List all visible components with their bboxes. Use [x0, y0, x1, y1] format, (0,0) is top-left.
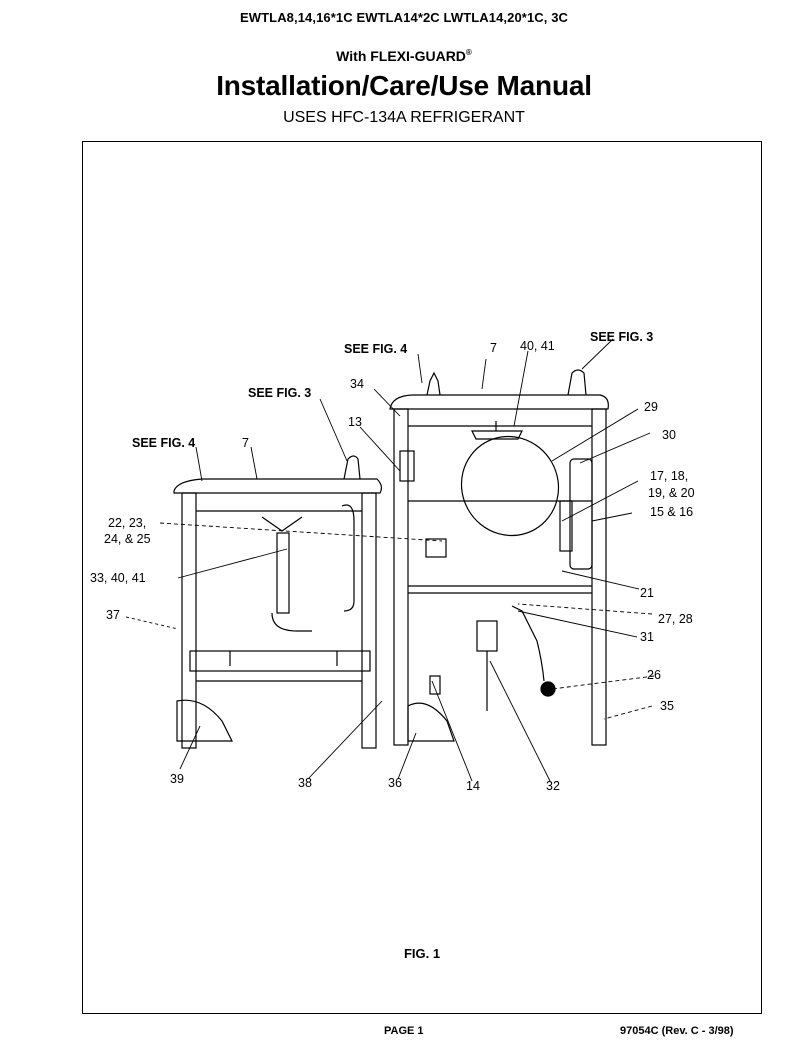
callout-34: 34 [350, 377, 364, 391]
callout-see-fig3-right: SEE FIG. 3 [590, 330, 653, 344]
figure-caption: FIG. 1 [403, 946, 441, 961]
left-bubbler [343, 455, 361, 480]
exploded-view-diagram: SEE FIG. 4 SEE FIG. 3 SEE FIG. 3 SEE FIG… [90, 330, 695, 793]
model-numbers: EWTLA8,14,16*1C EWTLA14*2C LWTLA14,20*1C… [239, 10, 569, 25]
callout-see-fig3-left: SEE FIG. 3 [248, 386, 311, 400]
callout-38: 38 [298, 776, 312, 790]
callout-14: 14 [466, 779, 480, 793]
page-number: PAGE 1 [384, 1025, 424, 1037]
callout-17-18-line2: 19, & 20 [648, 486, 695, 500]
document-number: 97054C (Rev. C - 3/98) [620, 1025, 734, 1037]
callout-see-fig4-right: SEE FIG. 4 [344, 342, 407, 356]
leader-lines [125, 338, 655, 782]
callout-7-right: 7 [490, 341, 497, 355]
figure-frame [82, 141, 762, 1014]
callout-31: 31 [640, 630, 654, 644]
diagram-linework [173, 369, 609, 749]
compressor-outline [460, 435, 560, 537]
callout-22-23-line2: 24, & 25 [104, 532, 151, 546]
callout-29: 29 [644, 400, 658, 414]
callout-32: 32 [546, 779, 560, 793]
callout-see-fig4-left: SEE FIG. 4 [132, 436, 195, 450]
subtitle: With FLEXI-GUARD® [0, 48, 808, 64]
callout-39: 39 [170, 772, 184, 786]
callout-30: 30 [662, 428, 676, 442]
callout-7-left: 7 [242, 436, 249, 450]
document-title: Installation/Care/Use Manual [216, 70, 592, 101]
callout-37: 37 [106, 608, 120, 622]
subtitle-text: With FLEXI-GUARD [336, 48, 466, 64]
callout-27-28: 27, 28 [658, 612, 693, 626]
refrigerant-note: USES HFC-134A REFRIGERANT [283, 109, 525, 126]
callout-17-18-line1: 17, 18, [650, 469, 688, 483]
callout-22-23-line1: 22, 23, [108, 516, 146, 530]
right-bubbler [567, 369, 587, 396]
left-top-panel [173, 478, 383, 494]
right-top-panel [389, 394, 609, 410]
callout-33-40-41: 33, 40, 41 [90, 571, 146, 585]
callout-35: 35 [660, 699, 674, 713]
callout-36: 36 [388, 776, 402, 790]
callout-21: 21 [640, 586, 654, 600]
callout-26: 26 [647, 668, 661, 682]
registered-mark: ® [465, 48, 472, 57]
callout-labels: SEE FIG. 4 SEE FIG. 3 SEE FIG. 3 SEE FIG… [90, 330, 695, 793]
callout-13: 13 [348, 415, 362, 429]
callout-40-41: 40, 41 [520, 339, 555, 353]
callout-15-16: 15 & 16 [650, 505, 693, 519]
